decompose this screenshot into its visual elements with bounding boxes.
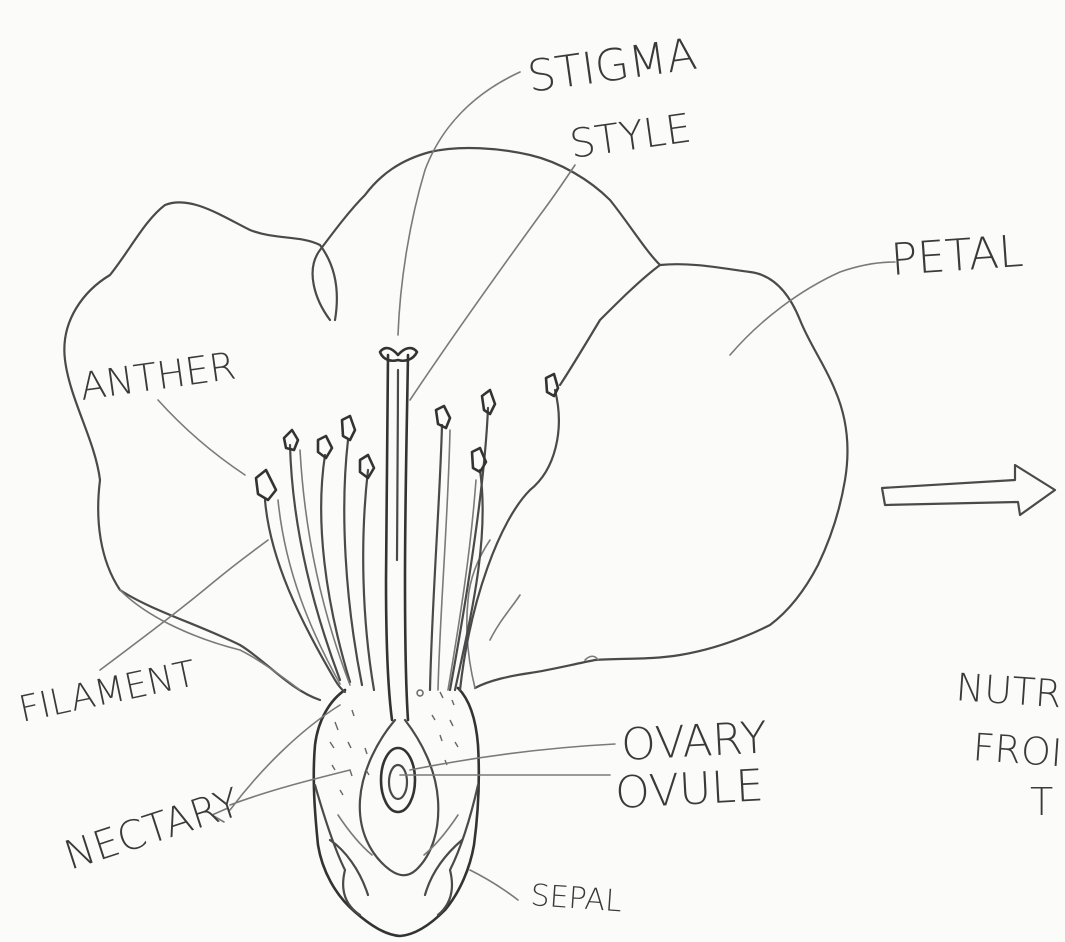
label-style: STYLE xyxy=(567,105,694,168)
leader-style xyxy=(410,165,575,400)
label-petal: PETAL xyxy=(889,226,1025,286)
right-arrow-icon xyxy=(882,465,1055,515)
label-cut-3: T xyxy=(1030,780,1053,824)
petal-inner-fold-2 xyxy=(490,595,520,640)
leader-sepal xyxy=(470,870,518,900)
anther-9 xyxy=(546,374,558,396)
filament-l4 xyxy=(344,440,362,685)
label-cut-1: NUTR xyxy=(954,665,1063,716)
label-sepal: SEPAL xyxy=(529,878,623,919)
filament-l5 xyxy=(363,470,374,690)
ovule-inner xyxy=(389,765,407,799)
leader-lines xyxy=(100,72,895,900)
ovule xyxy=(381,748,415,812)
pistil xyxy=(380,348,417,720)
leader-filament xyxy=(100,540,268,670)
stigma xyxy=(380,348,417,361)
petal-right xyxy=(475,264,848,688)
style-center xyxy=(397,370,398,560)
petal-left xyxy=(64,202,337,700)
leader-anther xyxy=(158,400,245,475)
labels: STIGMA STYLE PETAL ANTHER FILAMENT OVARY… xyxy=(15,29,1063,920)
label-nectary: NECTARY xyxy=(59,780,246,880)
petal-center xyxy=(313,148,660,385)
label-stigma: STIGMA xyxy=(524,29,699,103)
sepal-fold-l xyxy=(338,815,372,855)
leader-nectary-2 xyxy=(230,705,340,810)
label-cut-2: FROI xyxy=(971,725,1063,775)
anther-4 xyxy=(342,416,355,440)
leader-stigma xyxy=(398,72,520,335)
flower-base xyxy=(314,688,479,936)
leader-ovary xyxy=(410,744,615,770)
label-anther: ANTHER xyxy=(77,344,238,409)
leader-petal xyxy=(730,262,895,355)
style-left xyxy=(386,355,392,720)
nectary-dots xyxy=(330,690,458,795)
anther-1 xyxy=(256,470,276,500)
label-ovule: OVULE xyxy=(614,760,765,819)
style-right xyxy=(405,355,408,720)
sepal-left xyxy=(315,785,360,915)
